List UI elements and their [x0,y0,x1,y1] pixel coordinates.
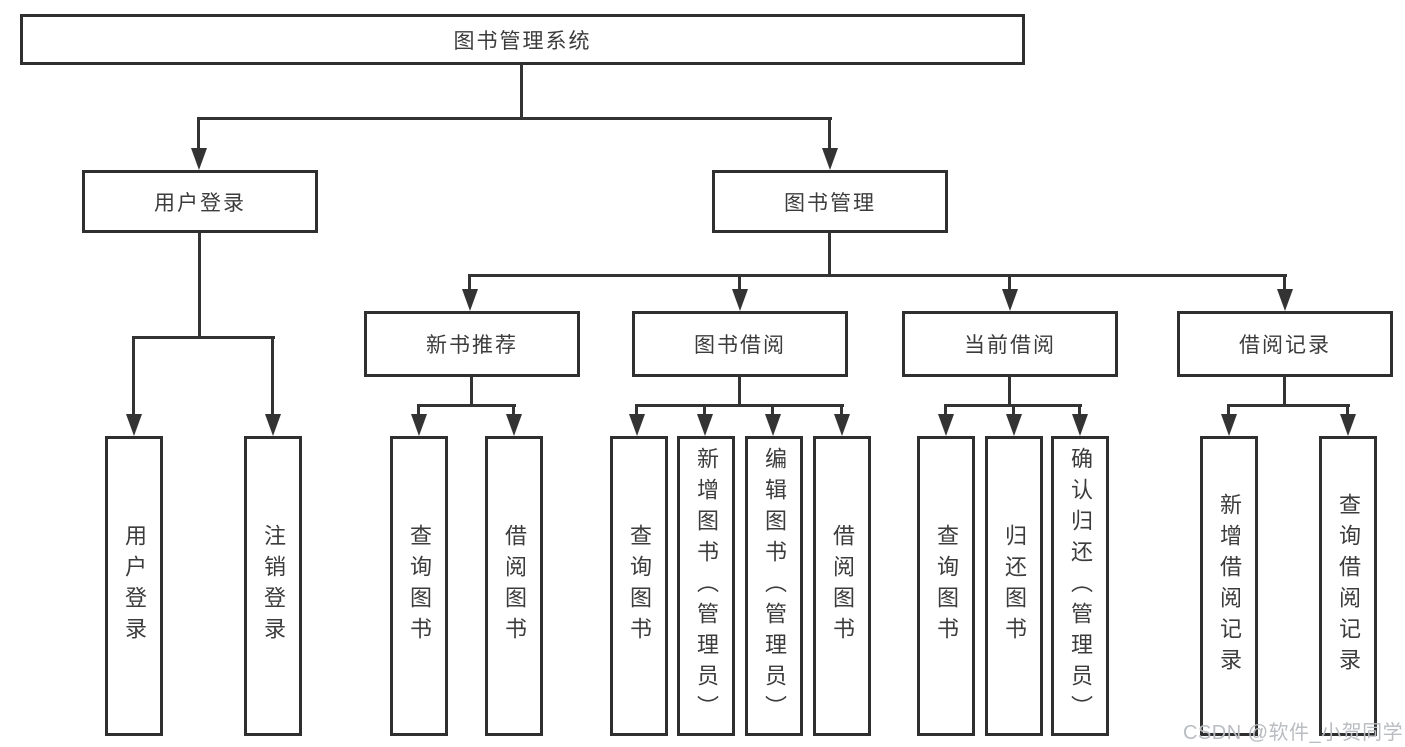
connector-root-stub [520,64,523,119]
leaf-bb-query-book: 查询图书 [610,436,668,736]
leaf-cb-return-book-label: 归还图书 [1002,524,1027,648]
arrow-cb-query-book [937,406,954,436]
node-new-book-recommend: 新书推荐 [364,311,580,377]
leaf-cb-query-book-label: 查询图书 [934,524,959,648]
arrow-to-new-book-rec [461,276,478,311]
leaf-bb-query-book-label: 查询图书 [627,524,652,648]
arrow-bb-edit-book [764,406,781,436]
arrow-cb-confirm-return [1071,406,1088,436]
connector-book-mgmt-hline [468,274,1287,277]
leaf-bb-edit-book: 编辑图书（管理员） [745,436,803,736]
leaf-cb-return-book: 归还图书 [985,436,1043,736]
leaf-bb-borrow-book-label: 借阅图书 [830,524,855,648]
leaf-nbr-borrow-book-label: 借阅图书 [502,524,527,648]
leaf-br-add-record: 新增借阅记录 [1200,436,1258,736]
connector-cb-hline [944,404,1082,407]
arrow-to-leaf-user-login [125,338,142,436]
arrow-bb-borrow-book [833,406,850,436]
leaf-br-query-record-label: 查询借阅记录 [1336,493,1361,679]
arrow-nbr-query-book [410,406,427,436]
leaf-user-login-label: 用户登录 [122,524,147,648]
arrow-bb-query-book [628,406,645,436]
arrow-cb-return-book [1005,406,1022,436]
arrow-nbr-borrow-book [505,406,522,436]
connector-br-stub [1283,375,1286,407]
connector-bb-hline [635,404,844,407]
arrow-to-user-login [190,119,207,170]
watermark: CSDN @软件_小贺同学 [1183,722,1404,744]
connector-root-hline [197,117,832,120]
node-book-borrow: 图书借阅 [632,311,848,377]
leaf-logout-label: 注销登录 [261,524,286,648]
leaf-nbr-query-book-label: 查询图书 [407,524,432,648]
leaf-bb-borrow-book: 借阅图书 [813,436,871,736]
connector-user-login-stub [198,232,201,339]
node-borrow-records: 借阅记录 [1177,311,1393,377]
arrow-to-current-borrow [1001,276,1018,311]
leaf-cb-query-book: 查询图书 [917,436,975,736]
arrow-br-query-record [1339,406,1356,436]
leaf-user-login: 用户登录 [105,436,163,736]
arrow-to-leaf-logout [264,338,281,436]
leaf-cb-confirm-return-label: 确认归还（管理员） [1068,446,1093,726]
leaf-bb-add-book-label: 新增图书（管理员） [694,446,719,726]
leaf-br-add-record-label: 新增借阅记录 [1217,493,1242,679]
arrow-to-borrow-records [1276,276,1293,311]
leaf-bb-add-book: 新增图书（管理员） [677,436,735,736]
connector-bb-stub [738,375,741,407]
node-user-login: 用户登录 [82,170,318,233]
connector-nbr-stub [470,375,473,407]
leaf-bb-edit-book-label: 编辑图书（管理员） [762,446,787,726]
arrow-to-book-borrow [731,276,748,311]
arrow-to-book-management [821,119,838,170]
leaf-nbr-borrow-book: 借阅图书 [485,436,543,736]
leaf-logout: 注销登录 [244,436,302,736]
connector-user-login-hline [132,336,275,339]
leaf-cb-confirm-return: 确认归还（管理员） [1051,436,1109,736]
connector-book-mgmt-stub [828,232,831,277]
node-book-management: 图书管理 [712,170,948,233]
connector-nbr-hline [417,404,516,407]
node-root: 图书管理系统 [20,14,1025,65]
arrow-br-add-record [1220,406,1237,436]
node-current-borrow: 当前借阅 [902,311,1118,377]
leaf-nbr-query-book: 查询图书 [390,436,448,736]
connector-br-hline [1227,404,1350,407]
leaf-br-query-record: 查询借阅记录 [1319,436,1377,736]
connector-cb-stub [1008,375,1011,407]
arrow-bb-add-book [696,406,713,436]
